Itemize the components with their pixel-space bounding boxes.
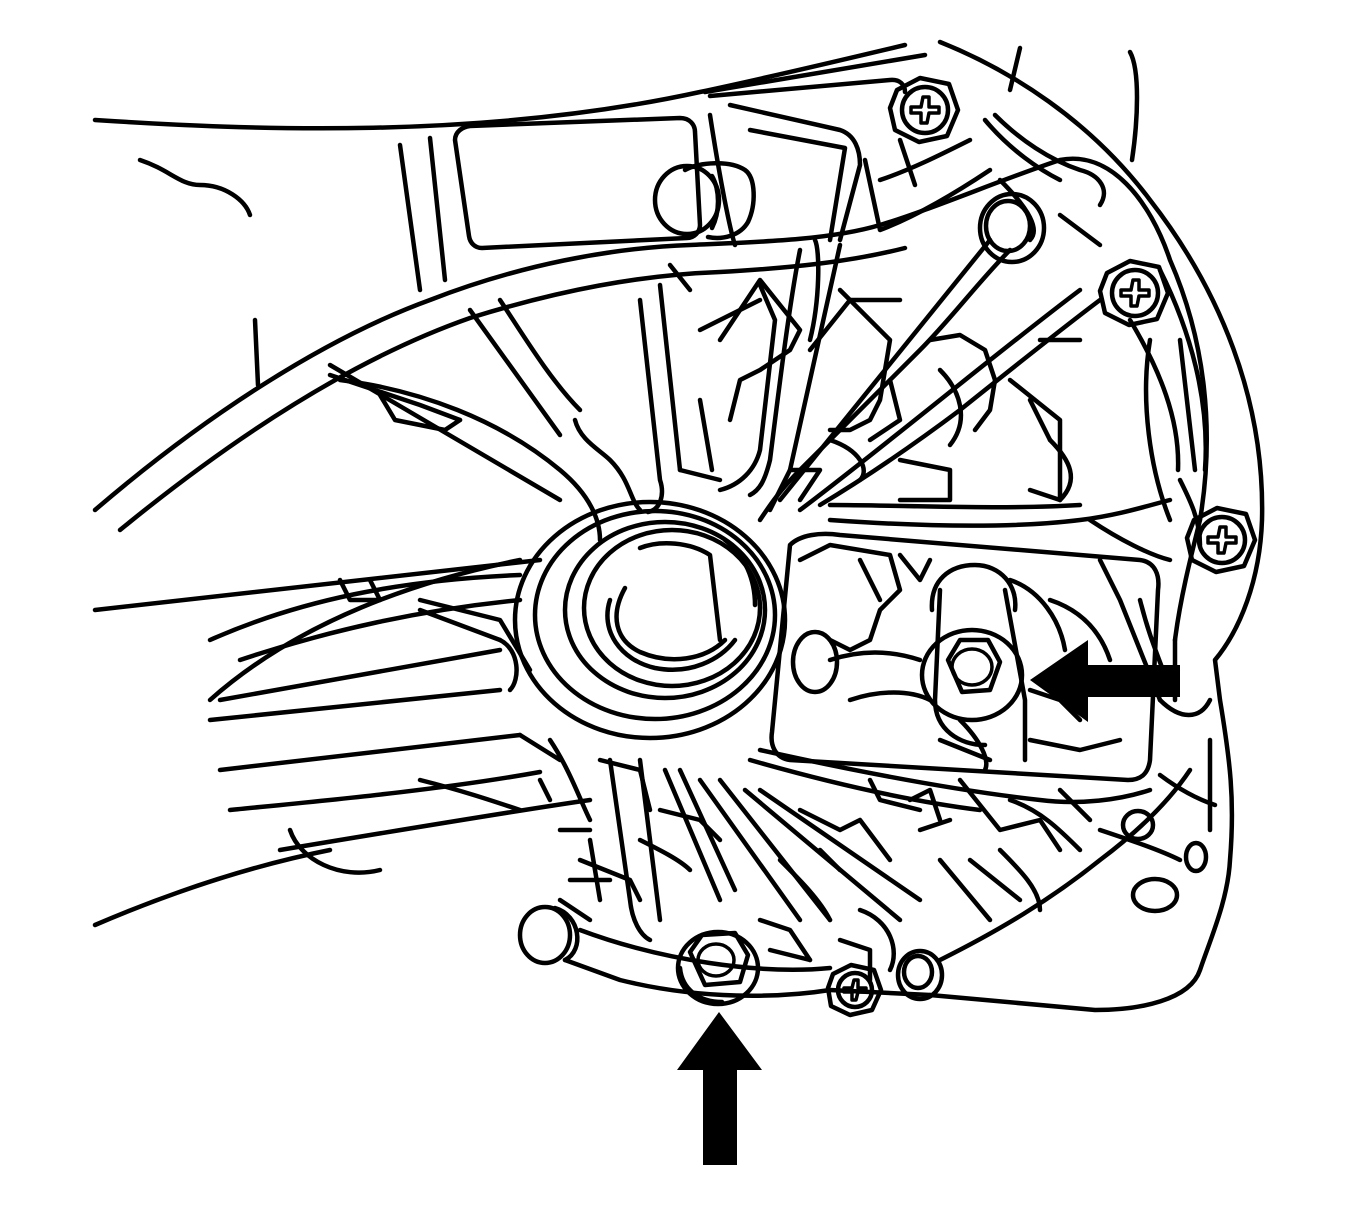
case-holes (1120, 808, 1209, 914)
right-mount-bolt (919, 562, 1028, 763)
screw-right-upper (1097, 258, 1171, 328)
phillips-screws (825, 75, 1258, 1018)
dowel-bottom-right (895, 948, 945, 1002)
dowel-top-left (652, 161, 756, 241)
callout-arrows (677, 640, 1180, 1165)
screw-right-lower (1184, 505, 1258, 575)
mount-bolts (675, 562, 1028, 1007)
bottom-mount-bolt (675, 929, 761, 1007)
radial-ribs (327, 237, 1203, 703)
lower-left-ribs (207, 572, 1153, 983)
housing-outline (92, 39, 1265, 1013)
right-pocket (769, 531, 1161, 783)
upper-ribs (397, 102, 1208, 473)
dowel-top-right (977, 191, 1047, 265)
dowel-pins (517, 161, 1209, 1002)
screw-top (887, 75, 961, 145)
arrow-left-icon (1030, 640, 1180, 722)
bearing-bore (512, 499, 840, 741)
dowel-bottom-left (517, 904, 580, 966)
screw-bottom (825, 962, 884, 1018)
arrow-up-icon (677, 1012, 762, 1165)
